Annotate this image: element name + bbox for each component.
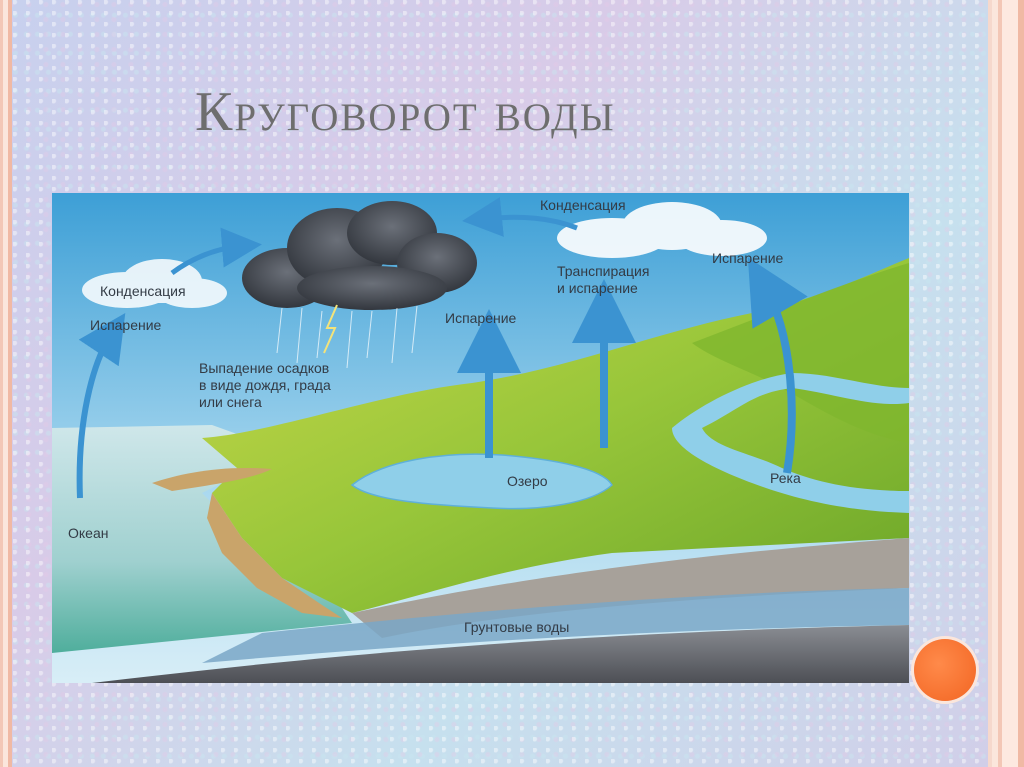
label-evaporation-left: Испарение bbox=[90, 317, 161, 334]
label-evaporation-right: Испарение bbox=[712, 250, 783, 267]
water-cycle-diagram: Конденсация Испарение Выпадение осадков … bbox=[52, 193, 909, 683]
label-ocean: Океан bbox=[68, 525, 108, 542]
label-condensation-top: Конденсация bbox=[540, 197, 626, 214]
label-condensation-left: Конденсация bbox=[100, 283, 186, 300]
label-lake: Озеро bbox=[507, 473, 548, 490]
label-precipitation: Выпадение осадков в виде дождя, града ил… bbox=[199, 360, 331, 411]
orange-dot-decoration bbox=[914, 639, 976, 701]
label-transpiration: Транспирация и испарение bbox=[557, 263, 649, 297]
slide-frame-right bbox=[988, 0, 1024, 767]
slide-title: Круговорот воды bbox=[195, 80, 616, 144]
label-river: Река bbox=[770, 470, 801, 487]
label-evaporation-center: Испарение bbox=[445, 310, 516, 327]
label-groundwater: Грунтовые воды bbox=[464, 619, 569, 636]
slide-frame-left bbox=[0, 0, 12, 767]
